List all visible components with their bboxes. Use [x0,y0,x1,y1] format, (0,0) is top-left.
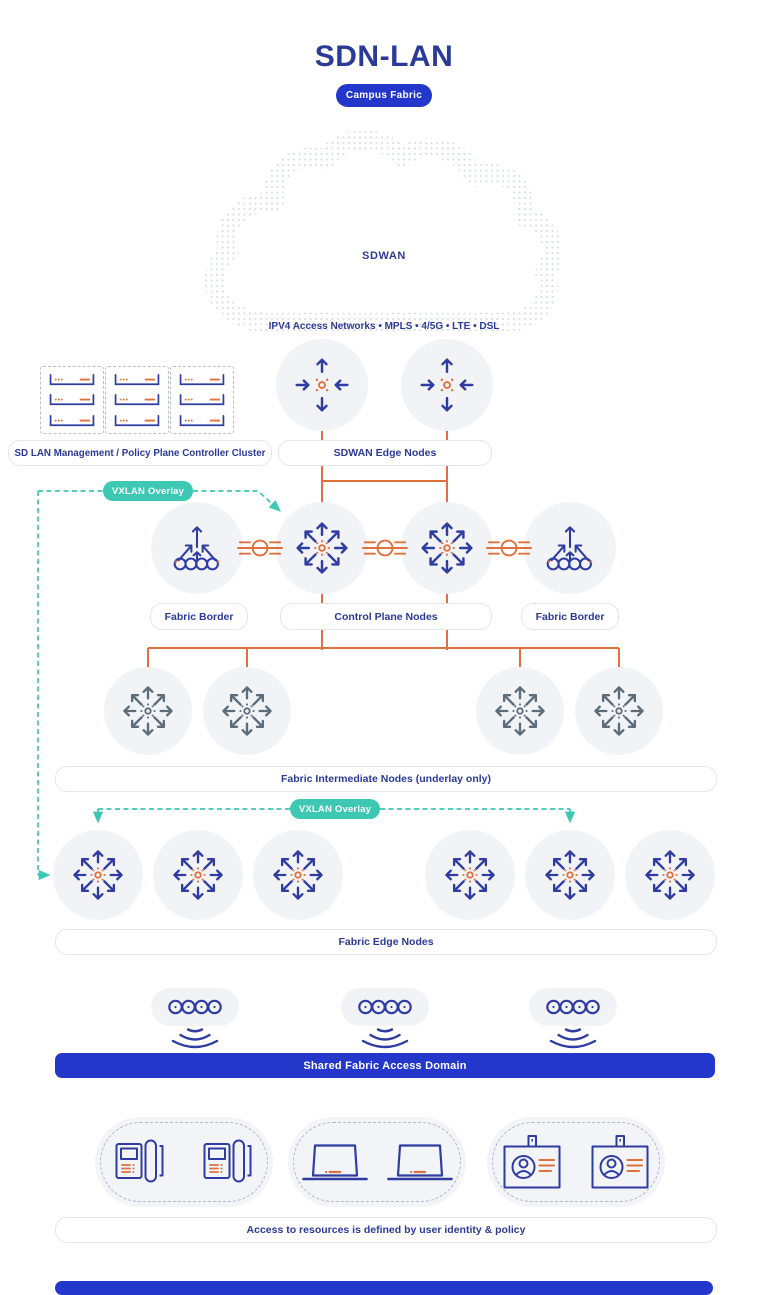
edge-node [425,830,515,920]
edge-node [253,830,343,920]
laptop-icon [299,1142,371,1182]
edge-node [625,830,715,920]
cloud-label: SDWAN [362,250,406,262]
fabric-border-icon [167,518,227,578]
footer-accent-bar [55,1281,713,1295]
controller-cluster-label: SD LAN Management / Policy Plane Control… [8,440,272,466]
wifi-waves-icon [353,1027,417,1053]
link-icon [486,534,532,562]
vxlan-overlay-badge: VXLAN Overlay [103,481,193,501]
intermediate-router-icon [590,682,648,740]
fabric-border-label: Fabric Border [150,603,248,630]
device-group-laptops [288,1117,466,1207]
sdwan-edge-node [276,339,368,431]
edge-router-icon [541,846,599,904]
server-icon [178,372,226,388]
controller-cluster-box [170,366,234,434]
intermediate-router-icon [119,682,177,740]
vxlan-overlay-badge: VXLAN Overlay [290,799,380,819]
fabric-border-node [524,502,616,594]
control-plane-nodes-label: Control Plane Nodes [280,603,492,630]
edge-router-icon [269,846,327,904]
edge-node [525,830,615,920]
edge-node [153,830,243,920]
dashed-outline [492,1122,660,1202]
access-policy-label: Access to resources is defined by user i… [55,1217,717,1243]
id-badge-icon [500,1134,564,1190]
server-icon [113,372,161,388]
dashed-outline [293,1122,461,1202]
intermediate-router-icon [218,682,276,740]
fabric-border-node [151,502,243,594]
server-icon [178,413,226,429]
cloud-access-networks: IPV4 Access Networks • MPLS • 4/5G • LTE… [268,321,500,332]
sdwan-edge-nodes-label: SDWAN Edge Nodes [278,440,492,466]
laptop-icon [384,1142,456,1182]
id-badge-icon [588,1134,652,1190]
intermediate-node [203,667,291,755]
intermediate-nodes-label: Fabric Intermediate Nodes (underlay only… [55,766,717,792]
chain-links-icon [541,996,605,1018]
sdwan-cloud [204,130,564,342]
intermediate-node [104,667,192,755]
controller-cluster-box [40,366,104,434]
fabric-border-label: Fabric Border [521,603,619,630]
access-point [151,988,239,1026]
server-icon [48,392,96,408]
campus-fabric-badge: Campus Fabric [336,84,432,107]
link-icon [237,534,283,562]
intermediate-node [575,667,663,755]
dashed-outline [100,1122,268,1202]
edge-router-icon [169,846,227,904]
intermediate-node [476,667,564,755]
device-group-id-badges [487,1117,665,1207]
edge-nodes-label: Fabric Edge Nodes [55,929,717,955]
edge-router-icon [641,846,699,904]
wifi-waves-icon [163,1027,227,1053]
fabric-border-icon [540,518,600,578]
control-plane-node [276,502,368,594]
page-title: SDN-LAN [314,40,454,73]
edge-router-icon [69,846,127,904]
controller-cluster-box [105,366,169,434]
link-icon [362,534,408,562]
sdwan-edge-node [401,339,493,431]
edge-router-icon [441,846,499,904]
control-plane-router-icon [417,518,477,578]
control-plane-router-icon [292,518,352,578]
server-icon [113,413,161,429]
chain-links-icon [353,996,417,1018]
ip-phone-icon [202,1139,254,1185]
cloud-shape-icon [204,130,563,333]
shared-access-domain-bar: Shared Fabric Access Domain [55,1053,715,1078]
edge-node [53,830,143,920]
server-icon [178,392,226,408]
server-icon [113,392,161,408]
control-plane-node [401,502,493,594]
server-icon [48,413,96,429]
server-icon [48,372,96,388]
chain-links-icon [163,996,227,1018]
access-point [529,988,617,1026]
sdwan-edge-router-icon [417,355,477,415]
intermediate-router-icon [491,682,549,740]
ip-phone-icon [114,1139,166,1185]
wifi-waves-icon [541,1027,605,1053]
sdwan-edge-router-icon [292,355,352,415]
access-point [341,988,429,1026]
